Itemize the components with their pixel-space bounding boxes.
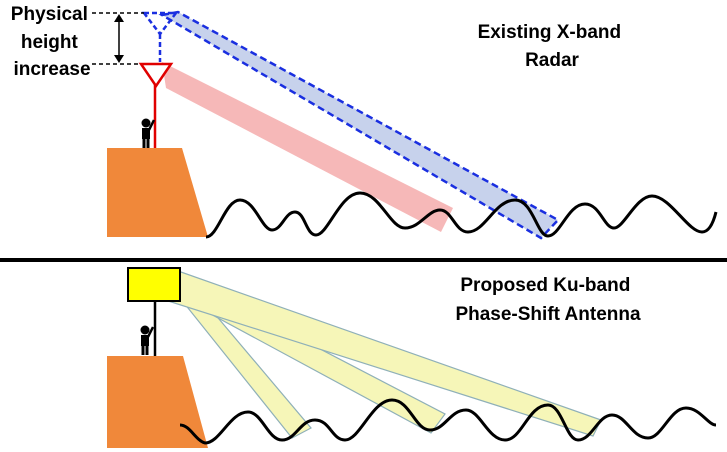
panel-divider: [0, 258, 727, 262]
height-arrow-down: [114, 55, 124, 63]
person-icon: [141, 118, 156, 148]
bottom-panel: Proposed Ku-band Phase-Shift Antenna: [107, 267, 717, 448]
ku-antenna-panel: [127, 267, 181, 302]
x-band-beam: [158, 10, 561, 240]
low-beam: [162, 62, 453, 232]
terrain-block-top: [107, 148, 208, 237]
triangle-antenna-icon: [138, 62, 174, 89]
raised-antenna-icon: [141, 11, 179, 37]
top-panel: Physical height increase Existing X-band…: [11, 4, 718, 240]
height-arrow-up: [114, 14, 124, 22]
person-icon: [140, 325, 155, 355]
terrain-wave-top: [205, 191, 718, 239]
height-increase-label: Physical height increase: [11, 4, 93, 80]
proposed-antenna-label: Proposed Ku-band Phase-Shift Antenna: [455, 275, 641, 325]
terrain-wave-bottom: [179, 398, 717, 445]
existing-radar-label: Existing X-band Radar: [478, 22, 627, 71]
